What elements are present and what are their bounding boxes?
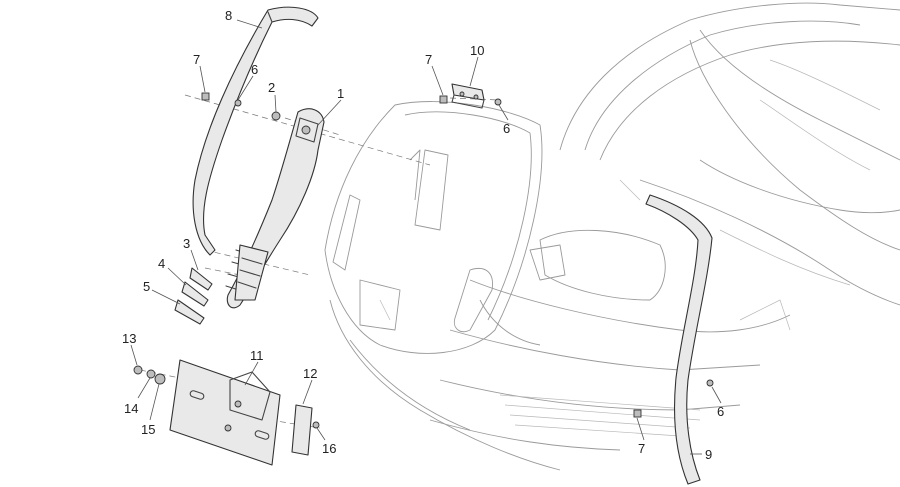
callout-11: 11 <box>250 348 264 363</box>
part-5-clip <box>174 299 205 325</box>
callout-1: 1 <box>337 86 344 101</box>
callout-4: 4 <box>158 256 165 271</box>
part-4-clip <box>181 281 209 307</box>
part-10-bracket <box>451 83 485 109</box>
part-6-screw-upper-left <box>234 99 242 107</box>
part-7-nut-upper-left <box>201 92 210 101</box>
callout-labels: 1 2 3 4 5 6 6 6 7 7 7 8 9 10 11 12 13 14… <box>122 8 724 462</box>
callout-7-lower-right: 7 <box>638 441 645 456</box>
callout-16: 16 <box>322 441 336 456</box>
part-11-plate-holder <box>169 359 281 466</box>
part-13-nut <box>133 365 143 375</box>
fasteners <box>133 92 714 429</box>
part-12-plate <box>291 404 313 456</box>
callout-6-upper-right: 6 <box>503 121 510 136</box>
part-14-washer <box>146 369 156 379</box>
part-2-screw <box>271 111 281 121</box>
part-7-nut-upper-middle <box>439 95 448 104</box>
part-7-nut-lower-right <box>633 409 642 418</box>
part-6-screw-upper-right <box>494 98 502 106</box>
part-16-screw <box>312 421 320 429</box>
callout-12: 12 <box>303 366 317 381</box>
callout-7-upper-left: 7 <box>193 52 200 67</box>
callout-8: 8 <box>225 8 232 23</box>
callout-6-lower-right: 6 <box>717 404 724 419</box>
callout-10: 10 <box>470 43 484 58</box>
part-15-washer <box>154 373 166 385</box>
part-6-screw-lower-right <box>706 379 714 387</box>
part-1-horn-cover <box>225 108 325 309</box>
callout-9: 9 <box>705 447 712 462</box>
callout-5: 5 <box>143 279 150 294</box>
callout-7-upper-middle: 7 <box>425 52 432 67</box>
callout-15: 15 <box>141 422 155 437</box>
part-9-shield-trim <box>645 194 713 485</box>
callout-3: 3 <box>183 236 190 251</box>
leader-lines <box>130 19 722 455</box>
callout-6-upper-left: 6 <box>251 62 258 77</box>
front-shield-panel <box>324 101 543 354</box>
callout-13: 13 <box>122 331 136 346</box>
callout-2: 2 <box>268 80 275 95</box>
part-8-shield-trim <box>192 6 319 256</box>
callout-14: 14 <box>124 401 138 416</box>
scooter-body-outline <box>329 2 900 471</box>
part-3-clip <box>189 267 213 291</box>
